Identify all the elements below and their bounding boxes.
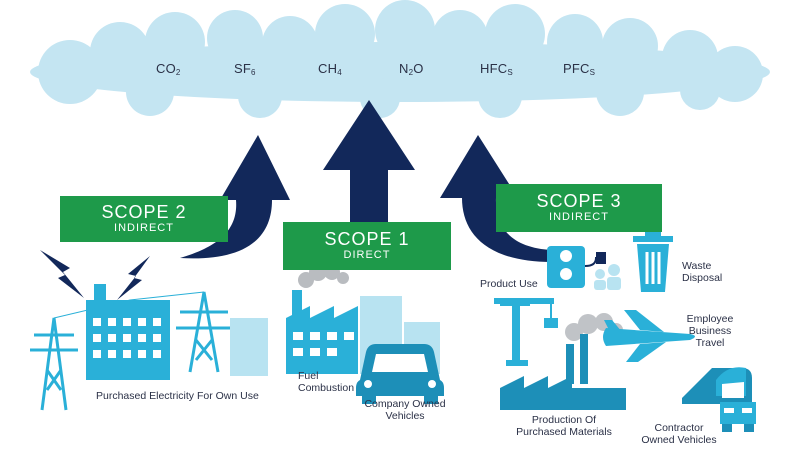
gas-label-n2o: N2O bbox=[399, 61, 424, 77]
label-purchased-electricity: Purchased Electricity For Own Use bbox=[96, 390, 259, 402]
scope2-arrow-icon bbox=[180, 135, 290, 259]
power-station-icon bbox=[53, 284, 268, 380]
truck-icon bbox=[682, 367, 756, 432]
label-fuel-combustion: Fuel Combustion bbox=[298, 370, 355, 394]
plug-icon bbox=[547, 246, 606, 288]
scope3-arrow-icon bbox=[440, 135, 552, 262]
scope2-title: SCOPE 2 bbox=[101, 202, 187, 222]
scope3-box: SCOPE 3 INDIRECT bbox=[496, 184, 662, 232]
scope2-box: SCOPE 2 INDIRECT bbox=[60, 196, 228, 242]
scope2-subtitle: INDIRECT bbox=[114, 222, 174, 234]
scope3-subtitle: INDIRECT bbox=[549, 211, 609, 223]
label-waste-disposal: Waste Disposal bbox=[682, 260, 723, 284]
label-contractor-owned-vehicles: Contractor Owned Vehicles bbox=[641, 422, 717, 446]
label-company-owned-vehicles: Company Owned Vehicles bbox=[364, 398, 446, 422]
scope1-title: SCOPE 1 bbox=[324, 229, 410, 249]
gas-label-sf6: SF6 bbox=[234, 61, 256, 77]
label-production-purchased-materials: Production Of Purchased Materials bbox=[516, 414, 612, 438]
gas-label-hfcs: HFCS bbox=[480, 61, 513, 77]
label-employee-business-travel: Employee Business Travel bbox=[686, 313, 734, 349]
pylon-icon bbox=[176, 291, 232, 373]
gas-label-ch4: CH4 bbox=[318, 61, 342, 77]
gas-label-pfcs: PFCS bbox=[563, 61, 596, 77]
label-product-use: Product Use bbox=[480, 278, 538, 290]
manufacturing-plant-icon bbox=[500, 334, 626, 410]
trash-bin-icon bbox=[633, 231, 673, 292]
lightning-icon bbox=[117, 256, 150, 300]
gas-label-co2: CO2 bbox=[156, 61, 181, 77]
people-icon bbox=[594, 264, 621, 290]
airplane-icon bbox=[603, 310, 695, 362]
crane-icon bbox=[494, 298, 558, 366]
scope1-arrow-icon bbox=[323, 100, 415, 230]
car-icon bbox=[356, 344, 444, 404]
cloud-icon bbox=[30, 0, 770, 118]
lightning-icon bbox=[40, 250, 84, 298]
pylon-icon bbox=[30, 317, 78, 411]
scope1-box: SCOPE 1 DIRECT bbox=[283, 222, 451, 270]
scope1-subtitle: DIRECT bbox=[343, 249, 391, 261]
scope3-title: SCOPE 3 bbox=[536, 191, 622, 211]
